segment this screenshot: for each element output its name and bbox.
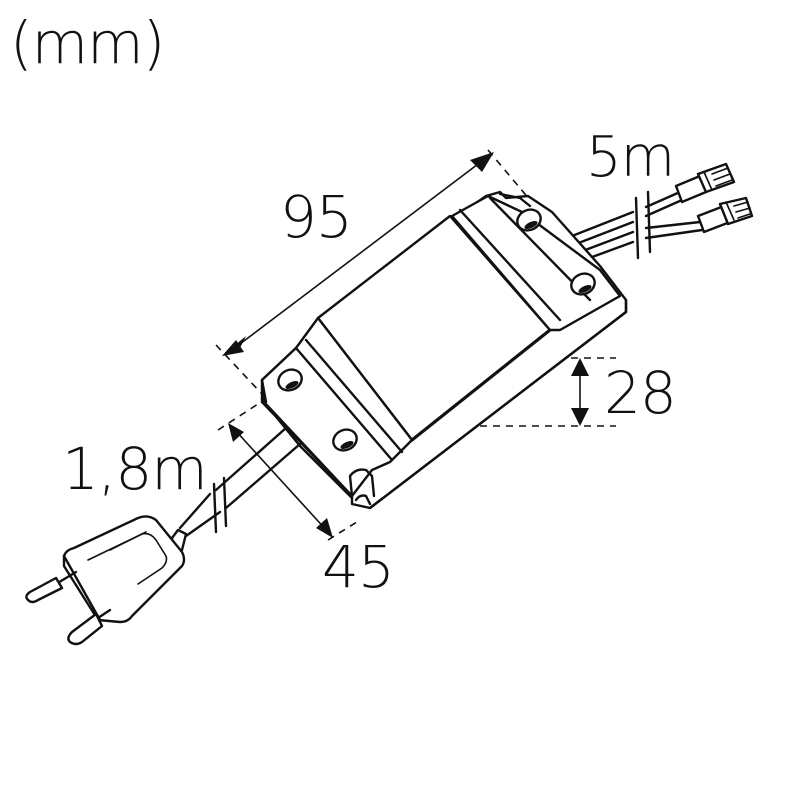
output-cable	[570, 162, 754, 262]
dimension-length-label: 95	[280, 183, 353, 251]
plug-pin-1	[25, 570, 78, 604]
plug-pin-2	[67, 608, 112, 646]
input-cable	[178, 426, 302, 538]
output-cable-length-label: 5m	[586, 125, 675, 190]
driver-body	[260, 190, 628, 510]
dimension-45-line	[217, 403, 361, 541]
dimension-height-label: 28	[604, 359, 677, 427]
left-mounting-tab	[260, 316, 414, 506]
output-connector-1	[674, 162, 736, 204]
dimension-width-label: 45	[322, 533, 395, 601]
euro-plug	[25, 515, 188, 646]
dimension-95-line	[215, 149, 531, 395]
unit-label: (mm)	[10, 9, 165, 77]
input-cable-length-label: 1,8m	[62, 435, 208, 503]
output-connector-2	[696, 196, 754, 234]
right-mounting-tab	[450, 192, 622, 332]
